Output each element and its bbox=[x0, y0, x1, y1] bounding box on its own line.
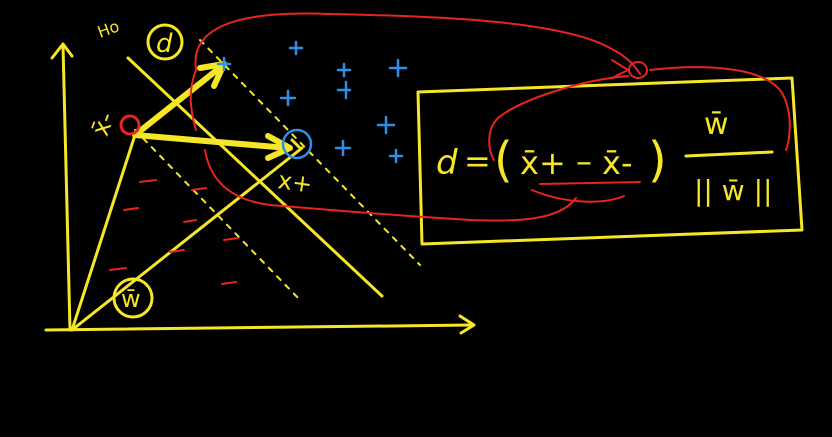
x-plus-label: x+ bbox=[276, 166, 314, 199]
red-left-curve bbox=[189, 69, 197, 131]
hyperplane-line bbox=[126, 56, 384, 298]
formula-box: d = ( x̄+ – x̄- ) w̄ || w̄ || bbox=[416, 76, 804, 246]
formula-fraction-bar bbox=[684, 150, 774, 158]
red-curve-right bbox=[649, 66, 791, 151]
plus-point bbox=[334, 139, 352, 157]
margin-boundary-positive bbox=[199, 39, 421, 266]
plus-point bbox=[388, 58, 408, 78]
positive-points bbox=[216, 40, 408, 164]
formula-equals: = bbox=[464, 142, 491, 180]
plus-point bbox=[336, 80, 352, 100]
formula-numerator: w̄ bbox=[704, 107, 729, 142]
formula-term-x-plus: x̄+ bbox=[520, 144, 566, 182]
hyperplane-label: Ho bbox=[95, 16, 122, 41]
plus-point bbox=[216, 56, 232, 72]
vector-xplus-arrowhead bbox=[265, 133, 293, 161]
red-arrow-top-curve bbox=[194, 12, 641, 75]
margin-boundary-negative bbox=[134, 129, 301, 301]
minus-point bbox=[109, 267, 127, 271]
formula-term-x-minus: x̄- bbox=[602, 144, 632, 182]
w-label: w̄ bbox=[121, 285, 141, 313]
x-axis-arrowhead bbox=[458, 314, 476, 335]
red-return-curve bbox=[204, 149, 577, 222]
formula-minus-operator: – bbox=[576, 142, 592, 180]
plus-point bbox=[388, 148, 404, 164]
red-underline-curve bbox=[531, 189, 625, 203]
plus-point bbox=[288, 40, 304, 56]
xplus-point-circle bbox=[281, 128, 313, 160]
red-arrow-head bbox=[611, 59, 629, 79]
plus-point bbox=[376, 115, 396, 135]
x-minus-label: x̄- bbox=[86, 108, 120, 139]
y-axis bbox=[61, 43, 72, 332]
vector-xminus-to-xplus bbox=[132, 132, 291, 151]
plus-point bbox=[279, 89, 297, 107]
formula-denominator: || w̄ || bbox=[694, 174, 772, 207]
w-label-circle bbox=[112, 277, 154, 319]
minus-point bbox=[221, 281, 237, 285]
distance-label-circle bbox=[146, 23, 184, 61]
xplus-point-mark bbox=[290, 138, 302, 150]
minus-point bbox=[191, 187, 207, 191]
formula-box-border bbox=[416, 76, 804, 246]
negative-points bbox=[109, 179, 239, 285]
minus-point bbox=[223, 237, 239, 241]
formula-lhs: d bbox=[436, 143, 458, 183]
minus-point bbox=[169, 249, 185, 253]
minus-point bbox=[123, 207, 139, 211]
red-curve-under-paren bbox=[488, 75, 629, 161]
formula-close-paren: ) bbox=[648, 132, 667, 188]
minus-point bbox=[183, 219, 197, 223]
w-vector-line bbox=[70, 146, 304, 332]
red-underline bbox=[539, 181, 641, 185]
axes bbox=[44, 42, 476, 335]
x-axis bbox=[44, 323, 474, 332]
vector-xminus-to-top bbox=[132, 63, 225, 138]
formula-open-paren: ( bbox=[494, 132, 513, 188]
distance-label: d bbox=[156, 29, 173, 59]
y-axis-arrowhead bbox=[50, 42, 74, 60]
minus-point bbox=[139, 179, 157, 183]
plus-point bbox=[336, 62, 352, 78]
origin-to-xminus-line bbox=[70, 133, 137, 332]
xminus-point-circle bbox=[119, 114, 141, 136]
red-annotations bbox=[189, 12, 791, 222]
